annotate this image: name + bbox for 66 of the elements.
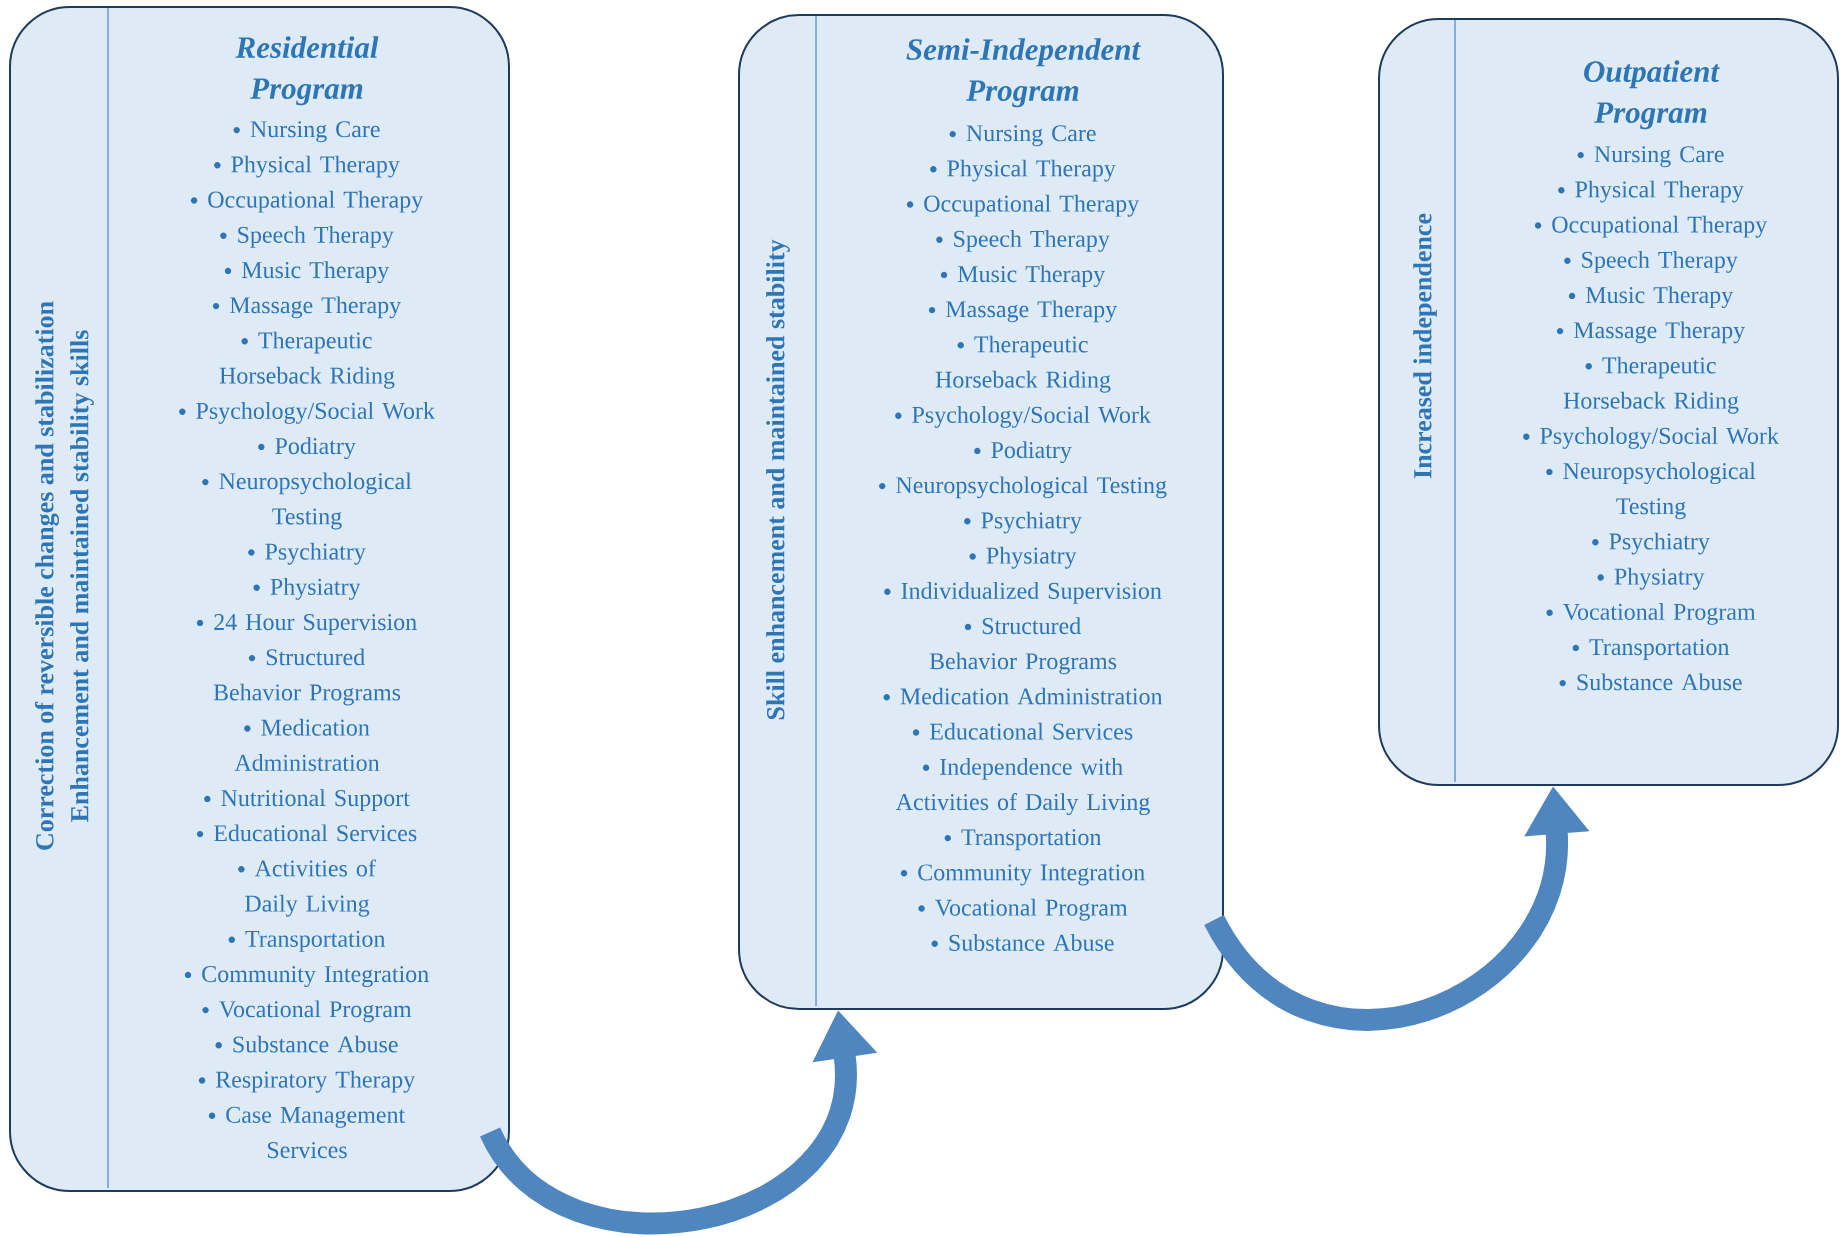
service-item: 24 Hour Supervision (196, 614, 417, 635)
service-item: Podiatry (974, 441, 1072, 464)
service-item: Psychology/Social Work (1523, 427, 1779, 449)
service-item: Substance Abuse (1559, 673, 1742, 691)
service-item: Medication Administration (234, 718, 380, 771)
service-item: Vocational Program (1546, 603, 1756, 625)
service-item: Speech Therapy (936, 230, 1110, 252)
service-item: Psychiatry (248, 542, 366, 565)
side-label: Correction of reversible changes and stabilization (35, 301, 60, 850)
service-item: Nursing Care (233, 121, 380, 143)
service-item: Substance Abuse (931, 934, 1114, 951)
service-item: Physical Therapy (214, 155, 400, 178)
service-item: Psychiatry (964, 511, 1082, 534)
service-item: Neuropsychological Testing (1546, 462, 1756, 520)
service-item: Music Therapy (1568, 286, 1734, 309)
service-item: Neuropsychological Testing (879, 476, 1167, 499)
service-item: Therapeutic Horseback Riding (1563, 356, 1739, 414)
service-item: Physical Therapy (1558, 180, 1744, 203)
service-item: Vocational Program (202, 1000, 412, 1023)
service-item: Massage Therapy (212, 296, 402, 319)
service-item: Physiatry (969, 546, 1077, 569)
service-item: Occupational Therapy (1534, 215, 1768, 238)
service-item: Structured Behavior Programs (929, 617, 1117, 675)
program-title: Outpatient Program (1584, 60, 1720, 130)
service-item: Physiatry (1597, 567, 1705, 590)
service-item: Structured Behavior Programs (213, 648, 401, 706)
service-item: Massage Therapy (1556, 321, 1746, 344)
service-item: Activities of Daily Living (238, 859, 376, 917)
service-item: Community Integration (900, 864, 1145, 886)
side-label: Enhancement and maintained stability skills (70, 330, 94, 822)
service-item: Nursing Care (1577, 146, 1724, 168)
service-item: Substance Abuse (215, 1035, 398, 1053)
service-item: Psychology/Social Work (895, 406, 1151, 428)
service-item: Physical Therapy (930, 159, 1116, 182)
service-item: Community Integration (184, 966, 429, 988)
service-item: Therapeutic Horseback Riding (219, 331, 395, 389)
service-item: Music Therapy (940, 265, 1106, 288)
service-item: Psychiatry (1592, 532, 1710, 555)
service-item: Respiratory Therapy (198, 1070, 416, 1093)
service-item: Transportation (1572, 639, 1730, 660)
service-item: Neuropsychological Testing (202, 472, 412, 530)
service-item: Transportation (944, 829, 1102, 851)
side-label: Skill enhancement and maintained stability (766, 239, 790, 720)
service-item: Nursing Care (949, 125, 1096, 147)
program-title: Residential Program (235, 36, 379, 106)
service-item: Medication Administration (883, 687, 1163, 705)
service-item: Educational Services (912, 722, 1133, 740)
service-item: Podiatry (258, 437, 356, 460)
service-item: Case Management Services (208, 1106, 406, 1159)
service-item: Transportation (228, 930, 386, 952)
service-item: Independence with Activities of Daily Living (895, 758, 1150, 816)
program-title: Semi-Independent Program (906, 38, 1141, 108)
service-item: Music Therapy (224, 261, 390, 284)
service-item: Massage Therapy (928, 300, 1118, 323)
service-item: Educational Services (196, 824, 417, 842)
service-item: Individualized Supervision (884, 582, 1162, 604)
service-item: Vocational Program (918, 898, 1128, 921)
side-label: Increased independence (1413, 213, 1437, 479)
service-item: Therapeutic Horseback Riding (935, 335, 1111, 393)
service-item: Speech Therapy (1564, 251, 1738, 273)
service-item: Speech Therapy (220, 226, 394, 248)
service-item: Nutritional Support (204, 789, 410, 811)
service-item: Physiatry (253, 578, 361, 600)
service-item: Occupational Therapy (190, 190, 424, 213)
service-item: Psychology/Social Work (179, 402, 435, 424)
service-item: Occupational Therapy (906, 194, 1140, 217)
